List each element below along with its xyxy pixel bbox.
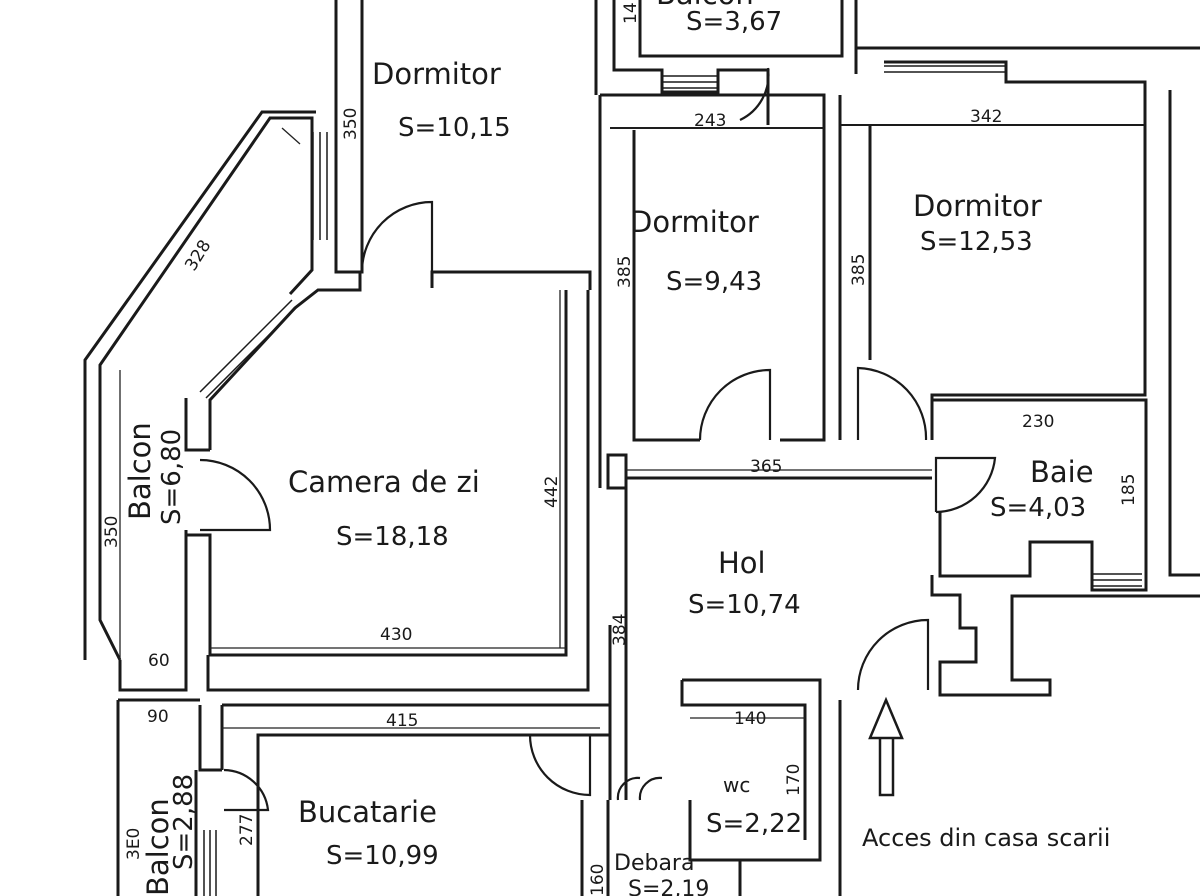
door-balcon-top bbox=[739, 67, 770, 121]
dim-385-a: 385 bbox=[615, 256, 635, 288]
room-area-debara: S=2,19 bbox=[628, 877, 709, 896]
door-balcon-bottom bbox=[223, 768, 270, 812]
dim-365: 365 bbox=[750, 457, 782, 477]
room-area-balcon-bottom: S=2,88 bbox=[169, 774, 199, 870]
wall-balcon-left-outermost bbox=[83, 110, 316, 660]
dim-430: 430 bbox=[380, 625, 412, 645]
dim-90: 90 bbox=[147, 707, 169, 727]
walls bbox=[83, 0, 1200, 896]
wall-bucatarie-corner bbox=[198, 705, 222, 772]
room-name-camera-de-zi: Camera de zi bbox=[288, 465, 480, 499]
door-baie bbox=[934, 456, 997, 514]
room-name-dormitor-1: Dormitor bbox=[372, 57, 501, 91]
dim-350-top: 350 bbox=[341, 108, 361, 140]
dim-230: 230 bbox=[1022, 412, 1054, 432]
dim-185: 185 bbox=[1119, 474, 1139, 506]
room-name-balcon-bottom: Balcon bbox=[141, 798, 175, 896]
door-bucatarie bbox=[528, 734, 592, 797]
dim-384: 384 bbox=[610, 614, 630, 646]
wall-baie bbox=[932, 398, 1148, 592]
wall-balcon-left-outer bbox=[98, 116, 314, 661]
room-area-dormitor-2: S=9,43 bbox=[666, 267, 762, 297]
room-name-debara: Debara bbox=[614, 851, 694, 876]
window-balcon-bottom bbox=[203, 830, 217, 896]
dim-328: 328 bbox=[181, 237, 215, 275]
wall-camera-diag bbox=[208, 272, 362, 450]
room-name-hol: Hol bbox=[718, 546, 766, 580]
wall-dormitor1-left bbox=[334, 0, 364, 274]
room-area-balcon-top: S=3,67 bbox=[686, 7, 782, 37]
room-name-balcon-left: Balcon bbox=[123, 422, 157, 520]
dimline-328-arrow bbox=[281, 127, 301, 145]
dim-277: 277 bbox=[237, 814, 257, 846]
dim-170: 170 bbox=[784, 764, 804, 796]
wall-camera-right bbox=[206, 290, 590, 692]
wall-dormitor2 bbox=[600, 93, 826, 442]
room-labels: Dormitor S=10,15 S=3,67 Balcon Dormitor … bbox=[123, 0, 1094, 896]
wall-wc-inner bbox=[680, 680, 807, 840]
wall-camera-left-top bbox=[184, 398, 210, 452]
door-balcon-left bbox=[199, 458, 272, 532]
dim-350-left: 350 bbox=[102, 516, 122, 548]
room-area-wc: S=2,22 bbox=[706, 809, 802, 839]
dim-243: 243 bbox=[694, 111, 726, 131]
room-name-wc: wc bbox=[723, 773, 750, 797]
door-debara bbox=[616, 776, 663, 801]
wall-balcon-left-bottom bbox=[118, 530, 188, 692]
window-balcon-left bbox=[312, 132, 328, 240]
access-arrow-icon bbox=[868, 696, 904, 797]
room-name-dormitor-2: Dormitor bbox=[630, 205, 759, 239]
door-entrance bbox=[856, 618, 930, 691]
doors bbox=[199, 67, 997, 812]
room-area-dormitor-3: S=12,53 bbox=[920, 227, 1033, 257]
dim-342: 342 bbox=[970, 107, 1002, 127]
wall-hol-pillar bbox=[606, 453, 628, 490]
dim-385-b: 385 bbox=[849, 254, 869, 286]
window-camera bbox=[199, 299, 299, 399]
dim-14: 14 bbox=[621, 2, 641, 24]
wall-dormitor3 bbox=[884, 60, 1147, 440]
room-area-dormitor-1: S=10,15 bbox=[398, 113, 511, 143]
room-name-bucatarie: Bucatarie bbox=[298, 795, 437, 829]
wall-dormitor2-inner bbox=[632, 130, 700, 442]
room-name-balcon-top: Balcon bbox=[656, 0, 754, 11]
dim-140: 140 bbox=[734, 709, 766, 729]
dim-3e0: 3E0 bbox=[124, 828, 144, 860]
wall-wc bbox=[682, 678, 822, 862]
wall-hol-right bbox=[930, 575, 1200, 697]
dimension-lines bbox=[119, 127, 932, 729]
dim-60: 60 bbox=[148, 651, 170, 671]
wall-balcon-top bbox=[612, 0, 770, 125]
door-dormitor3 bbox=[856, 366, 928, 441]
door-dormitor2 bbox=[698, 368, 772, 441]
room-area-balcon-left: S=6,80 bbox=[157, 429, 187, 525]
access-label: Acces din casa scarii bbox=[862, 824, 1110, 852]
dim-160: 160 bbox=[588, 864, 608, 896]
room-name-dormitor-3: Dormitor bbox=[913, 189, 1042, 223]
room-area-hol: S=10,74 bbox=[688, 590, 801, 620]
door-dormitor1 bbox=[360, 200, 434, 273]
dim-442: 442 bbox=[542, 476, 562, 508]
window-baie bbox=[1092, 573, 1142, 587]
wall-bucatarie-top bbox=[222, 703, 612, 896]
wall-balcon-top-inner bbox=[638, 0, 844, 58]
room-area-bucatarie: S=10,99 bbox=[326, 841, 439, 871]
dim-415: 415 bbox=[386, 711, 418, 731]
window-dormitor3 bbox=[884, 65, 1006, 73]
room-area-baie: S=4,03 bbox=[990, 493, 1086, 523]
wall-dormitor1-bottom bbox=[430, 270, 592, 290]
dimension-labels: 14 243 342 350 328 385 385 230 185 365 4… bbox=[102, 2, 1139, 896]
room-name-baie: Baie bbox=[1030, 455, 1094, 489]
room-area-camera-de-zi: S=18,18 bbox=[336, 522, 449, 552]
wall-right-edge bbox=[1168, 90, 1200, 577]
window-balcon-top bbox=[662, 75, 718, 89]
